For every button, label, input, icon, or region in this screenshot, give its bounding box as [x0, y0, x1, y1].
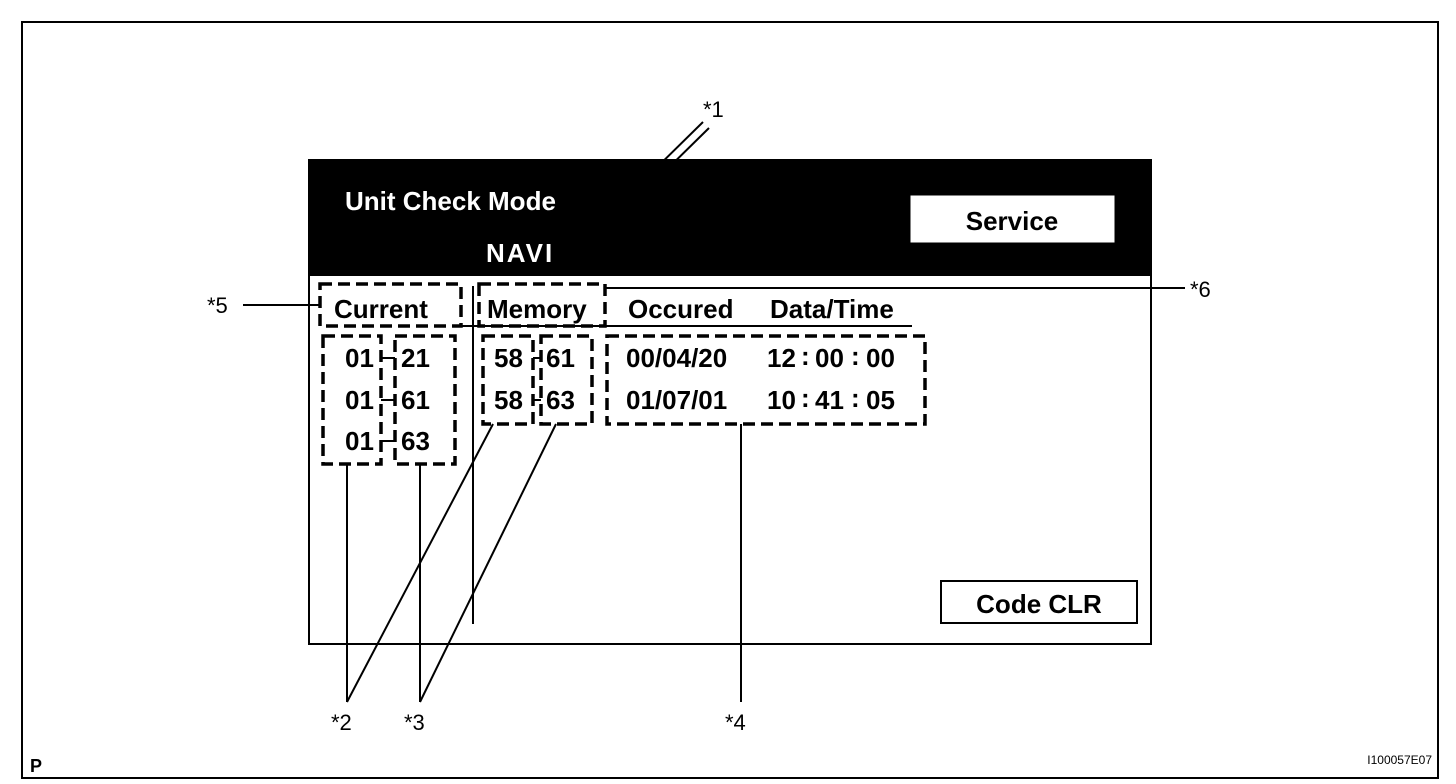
memory-row-1-colon-1: : — [801, 341, 810, 371]
memory-row-1-b: 61 — [546, 343, 575, 373]
code-clr-button[interactable] — [940, 580, 1138, 624]
memory-row-1-min: 00 — [815, 343, 844, 373]
header-data-time: Data/Time — [770, 294, 894, 324]
leader-1a — [582, 121, 704, 241]
header-occured: Occured — [628, 294, 734, 324]
screen-subtitle: NAVI — [486, 238, 554, 268]
service-button[interactable] — [910, 195, 1115, 243]
memory-row-2-min: 41 — [815, 385, 844, 415]
footer-p-mark: P — [30, 756, 42, 776]
callout-3: *3 — [404, 710, 425, 735]
callout-5: *5 — [207, 293, 228, 318]
header-current: Current — [334, 294, 428, 324]
memory-col-a-box — [481, 334, 535, 426]
callout-6: *6 — [1190, 277, 1211, 302]
current-row-1-b: 21 — [401, 343, 430, 373]
current-row-3-a: 01 — [345, 426, 374, 456]
memory-row-1-date: 00/04/20 — [626, 343, 727, 373]
service-button-label: Service — [966, 206, 1059, 236]
memory-row-1-sec: 00 — [866, 343, 895, 373]
figure-id: I100057E07 — [1367, 753, 1432, 767]
datetime-box — [605, 334, 927, 426]
callout-1: *1 — [703, 97, 724, 122]
current-col-a-box — [321, 334, 383, 466]
callout-2: *2 — [331, 710, 352, 735]
current-row-2-b: 61 — [401, 385, 430, 415]
memory-row-1-hour: 12 — [767, 343, 796, 373]
memory-row-2-colon-1: : — [801, 383, 810, 413]
memory-row-2-colon-2: : — [851, 383, 860, 413]
outer-frame — [21, 21, 1439, 779]
header-memory: Memory — [487, 294, 587, 324]
callout-4: *4 — [725, 710, 746, 735]
code-clr-button-label: Code CLR — [976, 589, 1102, 619]
leader-3b — [419, 423, 557, 703]
memory-row-2-date: 01/07/01 — [626, 385, 727, 415]
memory-row-1-a: 58 — [494, 343, 523, 373]
current-row-2-a: 01 — [345, 385, 374, 415]
memory-col-b-box — [539, 334, 594, 426]
memory-header-box — [477, 282, 607, 328]
leader-1b — [588, 127, 710, 247]
current-row-1-a: 01 — [345, 343, 374, 373]
memory-row-1-colon-2: : — [851, 341, 860, 371]
current-row-3-b: 63 — [401, 426, 430, 456]
memory-row-2-b: 63 — [546, 385, 575, 415]
memory-row-2-hour: 10 — [767, 385, 796, 415]
navi-screen: Unit Check Mode NAVI Service Current Mem… — [308, 159, 1152, 645]
memory-row-2-sec: 05 — [866, 385, 895, 415]
memory-row-2-a: 58 — [494, 385, 523, 415]
screen-title: Unit Check Mode — [345, 186, 556, 216]
